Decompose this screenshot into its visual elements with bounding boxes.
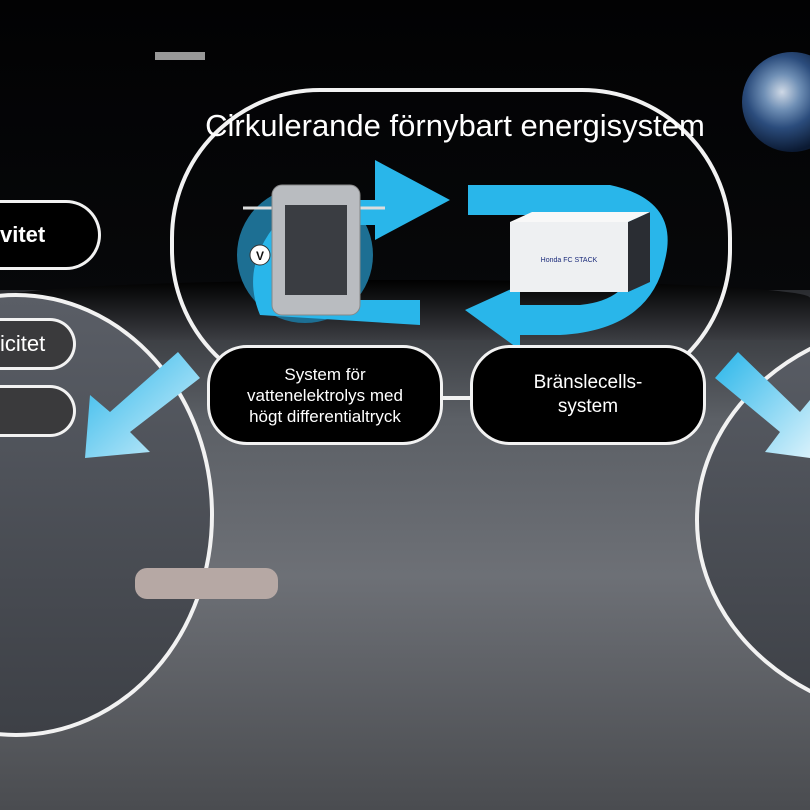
diagram-title: Cirkulerande förnybart energisystem: [205, 108, 705, 143]
fuel-cell-box-text: Honda FC STACK: [541, 257, 598, 264]
arrow-to-right-scene: [715, 352, 810, 458]
label-line: System för: [284, 364, 366, 384]
pill-gravity: vitet: [0, 200, 101, 270]
label-line: system: [557, 396, 619, 417]
electrolysis-system-label: System för vattenelektrolys med högt dif…: [207, 345, 443, 445]
energy-system-frame: [170, 88, 732, 400]
fuel-cell-stack-image: [510, 222, 628, 292]
pill-blank: [0, 385, 76, 437]
pill-label: vitet: [0, 222, 46, 247]
pill-label: icitet: [0, 331, 46, 356]
muted-label-box: [135, 568, 278, 599]
voltage-badge: [249, 244, 271, 266]
label-line: högt differentialtryck: [249, 406, 401, 426]
arrow-to-left-scene: [85, 352, 200, 458]
svg-text:V: V: [256, 249, 264, 263]
fuel-cell-system-label: Bränslecells- system: [470, 345, 706, 445]
label-line: vattenelektrolys med: [247, 385, 403, 405]
label-line: Bränslecells-: [533, 372, 643, 393]
loop-arrow-bottom: [465, 185, 668, 350]
earth-image: [742, 52, 810, 152]
pill-electricity: icitet: [0, 318, 76, 370]
space-station-image: [155, 52, 205, 60]
